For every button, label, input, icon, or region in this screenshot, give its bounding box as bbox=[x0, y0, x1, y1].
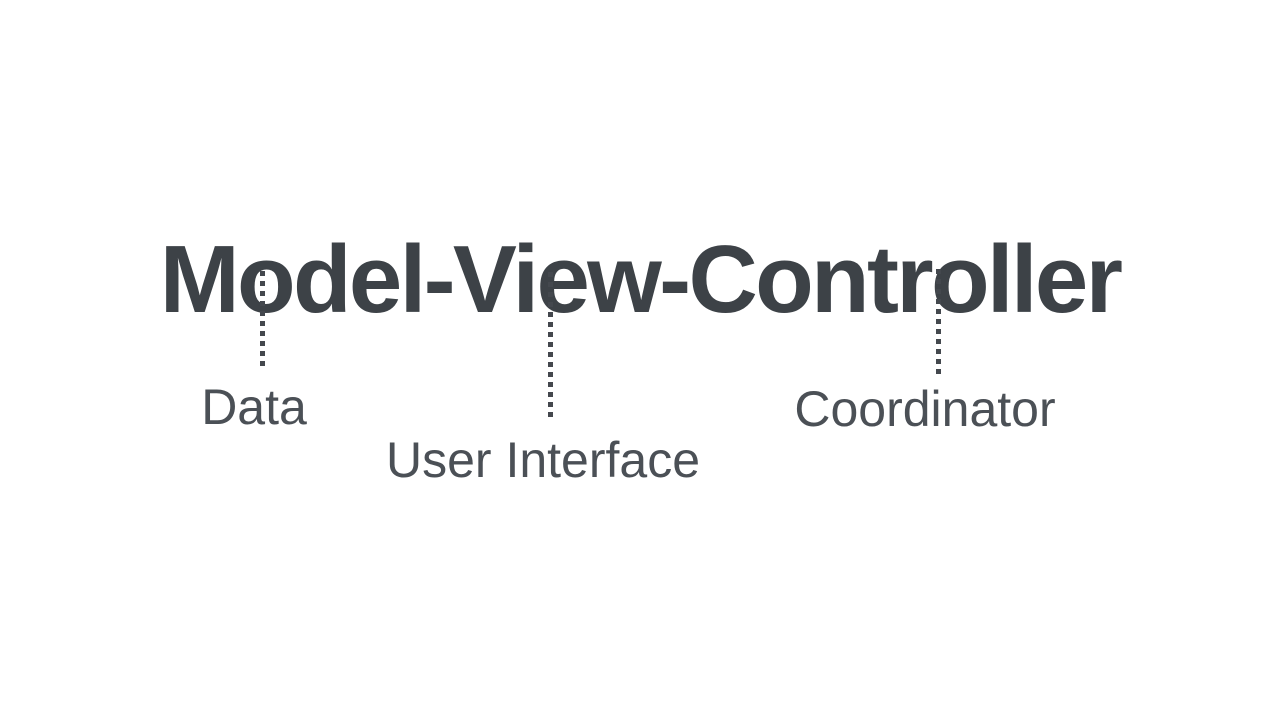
dotted-connector-model-to-data bbox=[260, 271, 265, 371]
page-title: Model-View-Controller bbox=[159, 226, 1123, 334]
label-view-meaning: User Interface bbox=[385, 432, 701, 488]
label-controller-meaning: Coordinator bbox=[794, 381, 1056, 437]
dotted-connector-controller-to-coordinator bbox=[936, 269, 941, 375]
dotted-connector-view-to-user-interface bbox=[548, 272, 553, 418]
label-model-meaning: Data bbox=[201, 379, 307, 435]
